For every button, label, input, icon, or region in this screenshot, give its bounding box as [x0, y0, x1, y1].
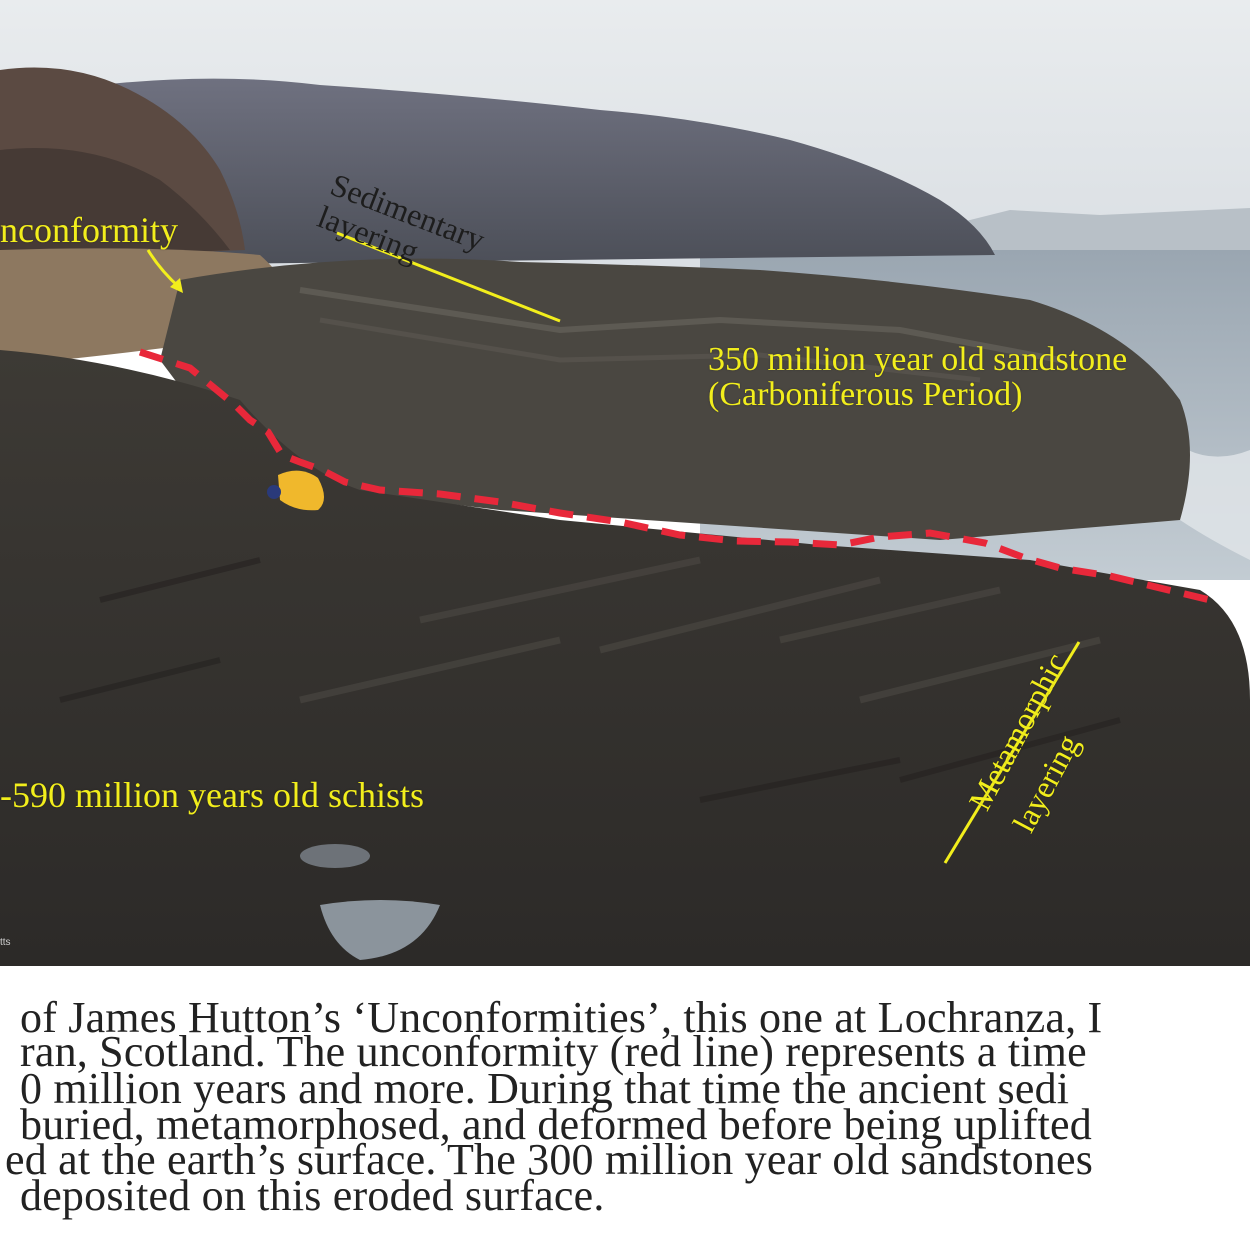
- sandstone-outcrop: [160, 258, 1190, 540]
- caption-line: ed at the earth’s surface. The 300 milli…: [5, 1135, 1094, 1184]
- lochranza-unconformity-photo: nconformity Sedimentary layering 350 mil…: [0, 0, 1250, 966]
- flat-stone: [300, 844, 370, 868]
- sandstone-label-line2: (Carboniferous Period): [708, 376, 1023, 413]
- mountain: [60, 78, 995, 265]
- caption-line: 0 million years and more. During that ti…: [20, 1064, 1070, 1113]
- unconformity-label: nconformity: [0, 210, 178, 250]
- photo-credit: tts: [0, 937, 11, 948]
- tide-pool: [320, 900, 440, 960]
- metamorphic-layer-line: [943, 641, 1081, 864]
- arrow-head: [170, 278, 183, 293]
- caption-line: buried, metamorphosed, and deformed befo…: [20, 1100, 1092, 1149]
- distant-hills: [950, 208, 1250, 262]
- left-cliff-shadow: [0, 148, 230, 262]
- sedimentary-layer-line: [336, 231, 561, 323]
- schists-label: -590 million years old schists: [0, 775, 424, 815]
- caption-line: ran, Scotland. The unconformity (red lin…: [20, 1027, 1087, 1076]
- geologist-hat: [267, 485, 281, 499]
- sandstone-label-line1: 350 million year old sandstone: [708, 341, 1128, 378]
- caption-line: deposited on this eroded surface.: [20, 1171, 605, 1220]
- caption-block: of James Hutton’s ‘Unconformities’, this…: [0, 966, 1250, 1250]
- photo-scene: [0, 0, 1250, 966]
- unconformity-line: [138, 348, 1211, 604]
- caption-line: of James Hutton’s ‘Unconformities’, this…: [20, 993, 1103, 1042]
- geologist-figure: [278, 470, 324, 511]
